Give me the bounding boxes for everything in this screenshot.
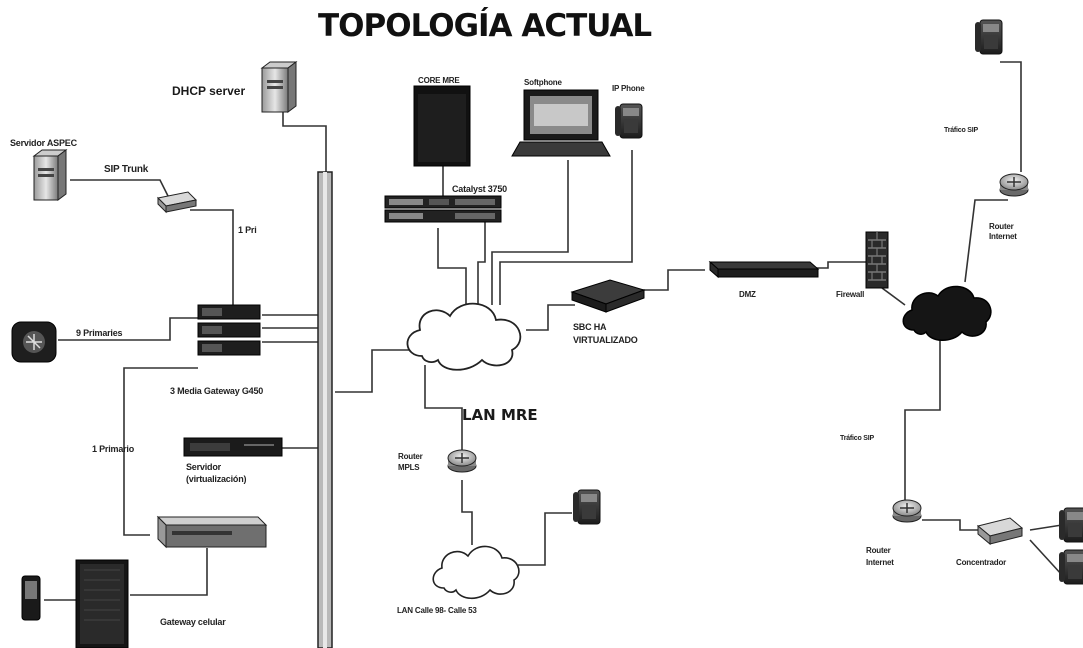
link-sbcha-dmz	[640, 269, 705, 291]
router-mpls-label: Router	[398, 452, 423, 461]
link-ipphone-cloud	[499, 150, 633, 305]
cloud-icon	[432, 545, 520, 600]
concentrador-label: Concentrador	[956, 558, 1007, 567]
ip-phone-label: IP Phone	[612, 84, 645, 93]
server-icon	[260, 61, 298, 113]
link-cloud-sbcha	[526, 304, 575, 331]
sbc-ha-icon	[570, 279, 646, 313]
link-aspec-sbc	[70, 179, 169, 197]
trafico-sip-bottom-label: Tráfico SIP	[840, 435, 874, 442]
link-softphone-cloud	[491, 160, 569, 305]
cloud-icon	[902, 285, 992, 341]
link-firewall-inet	[881, 287, 906, 306]
virtualizacion-label: (virtualización)	[186, 474, 247, 484]
server-icon	[32, 149, 68, 201]
primaries-icon	[11, 321, 57, 363]
servidor-label: Servidor	[186, 462, 221, 472]
link-catalyst-cloud-2	[477, 222, 486, 305]
router-top-label: Router	[989, 222, 1014, 231]
catalyst-label: Catalyst 3750	[452, 184, 507, 194]
router-bottom-internet-label: Internet	[866, 558, 894, 567]
backbone-bus	[317, 171, 333, 648]
virtualizado-label: VIRTUALIZADO	[573, 335, 638, 345]
link-sbc-gateway	[190, 209, 234, 305]
link-toprouter-inet	[964, 199, 1008, 283]
core-mre-label: CORE MRE	[418, 76, 460, 85]
cloud-icon	[406, 302, 522, 371]
router-icon	[892, 499, 922, 523]
link-primario	[123, 367, 198, 536]
softphone-label: Softphone	[524, 78, 562, 87]
dmz-label: DMZ	[739, 290, 756, 299]
gateway-celular-icon	[75, 559, 129, 648]
core-switch-icon	[413, 85, 471, 167]
servidor-aspec-label: Servidor ASPEC	[10, 138, 77, 148]
nine-primaries-label: 9 Primaries	[76, 328, 123, 338]
trafico-sip-top-label: Tráfico SIP	[944, 127, 978, 134]
switch-icon	[708, 260, 820, 279]
one-primario-label: 1 Primario	[92, 444, 135, 454]
link-gwcel	[130, 548, 208, 596]
page-title: TOPOLOGÍA ACTUAL	[318, 8, 652, 44]
switch-icon	[384, 195, 502, 223]
desk-phone-icon	[1058, 549, 1083, 585]
gateway-icon	[156, 515, 268, 549]
link-concentrador-phones	[1029, 524, 1063, 576]
link-cloud-mpls	[424, 365, 463, 450]
link-topphone-router	[1000, 61, 1022, 172]
firewall-icon	[865, 231, 889, 289]
server-rack-icon	[183, 437, 283, 457]
link-backbone-cloud	[335, 349, 412, 393]
mpls-label: MPLS	[398, 463, 420, 472]
firewall-label: Firewall	[836, 290, 865, 299]
concentrador-icon	[976, 517, 1024, 546]
router-icon	[999, 173, 1029, 197]
lan-mre-label: LAN MRE	[462, 406, 538, 424]
laptop-icon	[511, 89, 611, 157]
link-mpls-lancloud	[461, 480, 473, 545]
router-icon	[156, 191, 198, 214]
media-gateway-label: 3 Media Gateway G450	[170, 386, 264, 396]
desk-phone-icon	[614, 103, 643, 139]
link-primaries	[58, 317, 198, 341]
link-router-concentrador	[922, 519, 985, 531]
connection-lines	[44, 61, 1063, 601]
router-bottom-label: Router	[866, 546, 891, 555]
desk-phone-icon	[1058, 507, 1083, 543]
sip-trunk-label: SIP Trunk	[104, 164, 149, 175]
link-lancloud-phone	[518, 512, 572, 566]
one-pri-label: 1 Pri	[238, 225, 257, 235]
switch-icon	[197, 304, 261, 356]
sbc-ha-label: SBC HA	[573, 322, 607, 332]
router-top-internet-label: Internet	[989, 232, 1017, 241]
lan-calle-label: LAN Calle 98- Calle 53	[397, 606, 477, 615]
gateway-celular-label: Gateway celular	[160, 617, 226, 627]
link-dhcp-backbone	[282, 108, 327, 172]
link-catalyst-cloud-1	[437, 228, 467, 305]
desk-phone-icon	[974, 19, 1003, 55]
router-icon	[447, 449, 477, 473]
link-dmz-firewall	[815, 261, 868, 269]
cellphone-icon	[21, 575, 41, 621]
link-inet-bottomrouter	[904, 340, 941, 503]
dhcp-server-label: DHCP server	[172, 84, 246, 98]
desk-phone-icon	[572, 489, 601, 525]
